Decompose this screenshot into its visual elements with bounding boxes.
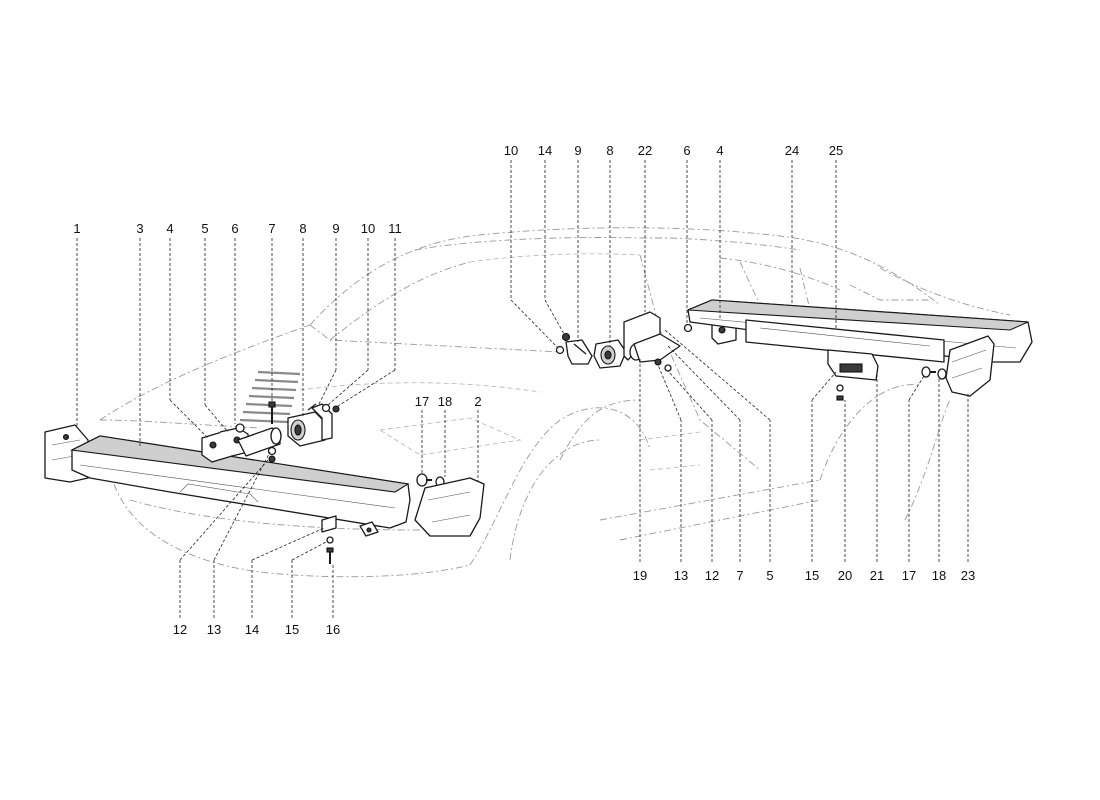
callout-label: 14 [245, 622, 259, 637]
callout-label: 13 [207, 622, 221, 637]
front-washer-11 [332, 405, 340, 413]
front-nut-10 [321, 403, 331, 413]
callout-label: 14 [538, 143, 552, 158]
rear-washer-14 [561, 332, 571, 342]
callout-label: 15 [805, 568, 819, 583]
callout-label: 12 [705, 568, 719, 583]
callout-label: 18 [438, 394, 452, 409]
front-clamp [307, 403, 333, 441]
front-washer-12 [268, 455, 276, 463]
callout-label: 23 [961, 568, 975, 583]
front-right-end-cap [414, 477, 485, 537]
callout-label: 1 [73, 221, 80, 236]
rear-washer-13 [654, 358, 662, 366]
front-mount-bracket [201, 427, 249, 463]
callout-label: 16 [326, 622, 340, 637]
callout-label: 4 [166, 221, 173, 236]
callout-label: 19 [633, 568, 647, 583]
front-lower-bracket [321, 515, 379, 564]
callout-labels: 1 3 4 5 6 7 8 9 10 11 17 18 2 12 13 14 1… [73, 143, 975, 637]
callout-label: 17 [902, 568, 916, 583]
hood-vents [239, 370, 301, 424]
callout-label: 2 [474, 394, 481, 409]
callout-label: 12 [173, 622, 187, 637]
callout-label: 6 [231, 221, 238, 236]
callout-label: 25 [829, 143, 843, 158]
callout-label: 6 [683, 143, 690, 158]
front-nut-6 [235, 423, 245, 433]
callout-label: 9 [332, 221, 339, 236]
callout-label: 15 [285, 622, 299, 637]
rear-rubber-bush [593, 339, 627, 369]
callout-label: 4 [716, 143, 723, 158]
callout-label: 3 [136, 221, 143, 236]
rear-bumper-assembly [555, 299, 1033, 401]
front-mount-tube [237, 427, 282, 457]
callout-label: 7 [736, 568, 743, 583]
callout-label: 22 [638, 143, 652, 158]
rear-support-bracket [623, 311, 681, 363]
rear-bar-plate [745, 319, 945, 363]
callout-label: 10 [504, 143, 518, 158]
callout-label: 5 [766, 568, 773, 583]
callout-label: 7 [268, 221, 275, 236]
callout-label: 20 [838, 568, 852, 583]
callout-label: 8 [299, 221, 306, 236]
leader-lines [76, 160, 969, 618]
callout-label: 5 [201, 221, 208, 236]
callout-label: 11 [388, 221, 402, 236]
callout-label: 18 [932, 568, 946, 583]
rear-plate-light [827, 349, 879, 401]
callout-label: 8 [606, 143, 613, 158]
callout-label: 9 [574, 143, 581, 158]
car-body-outline [99, 227, 1011, 578]
rear-nut-10 [555, 345, 565, 355]
rear-washer-12 [664, 364, 672, 372]
front-bumper-bar [70, 435, 411, 529]
front-bolt-7 [268, 401, 276, 424]
callout-label: 21 [870, 568, 884, 583]
rear-nut-6 [683, 323, 693, 333]
front-bumper-assembly [44, 401, 485, 564]
callout-label: 24 [785, 143, 799, 158]
callout-label: 13 [674, 568, 688, 583]
rear-side-bolt [921, 366, 947, 380]
callout-label: 17 [415, 394, 429, 409]
rear-clamp [565, 339, 593, 365]
rear-end-cap [945, 335, 995, 397]
front-washer-13 [267, 446, 277, 456]
front-rubber-bush [287, 411, 326, 447]
callout-label: 10 [361, 221, 375, 236]
